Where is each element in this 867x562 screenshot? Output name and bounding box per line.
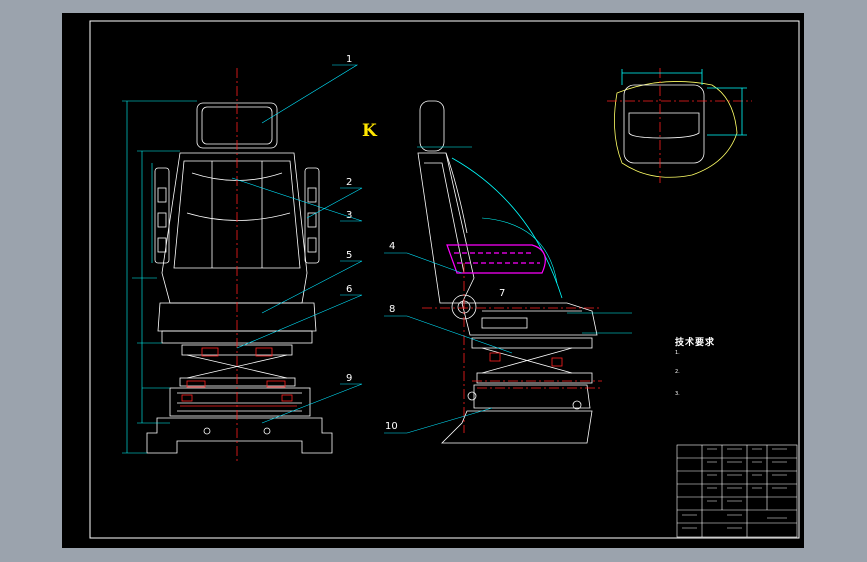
callout-3: 3 <box>346 210 353 221</box>
front-seat <box>157 302 317 332</box>
side-seat <box>461 302 598 336</box>
tech-note-1: 1. <box>675 350 680 356</box>
side-headrest <box>419 100 445 152</box>
side-view <box>417 100 598 444</box>
callout-10: 10 <box>385 421 398 432</box>
callout-6: 6 <box>346 284 353 295</box>
view-mark-k: K <box>362 121 377 141</box>
callout-8: 8 <box>389 304 396 315</box>
callout-5: 5 <box>346 250 353 261</box>
detail-cloud <box>614 81 738 178</box>
side-base <box>473 384 591 409</box>
callout-1: 1 <box>346 54 353 65</box>
drawing-sheet: 1 2 3 5 6 9 4 8 7 10 K 技术要求 1. 2. 3. <box>62 13 804 548</box>
front-view <box>146 102 333 454</box>
detail-view <box>607 68 752 183</box>
tech-requirements-title: 技术要求 <box>675 338 716 348</box>
side-pedestal <box>441 410 593 444</box>
callout-9: 9 <box>346 373 353 384</box>
callout-7: 7 <box>499 288 506 299</box>
tech-note-3: 3. <box>675 391 680 397</box>
side-highlight <box>446 244 546 274</box>
side-backrest <box>417 152 475 304</box>
front-base <box>146 417 333 454</box>
callout-4: 4 <box>389 241 396 252</box>
front-backrest <box>161 152 308 304</box>
callout-2: 2 <box>346 177 353 188</box>
inner-border <box>89 20 800 539</box>
front-dimensions <box>122 100 197 454</box>
cad-drawing <box>89 20 800 539</box>
leader-lines <box>231 64 513 434</box>
title-block <box>676 444 798 538</box>
tech-note-2: 2. <box>675 369 680 375</box>
